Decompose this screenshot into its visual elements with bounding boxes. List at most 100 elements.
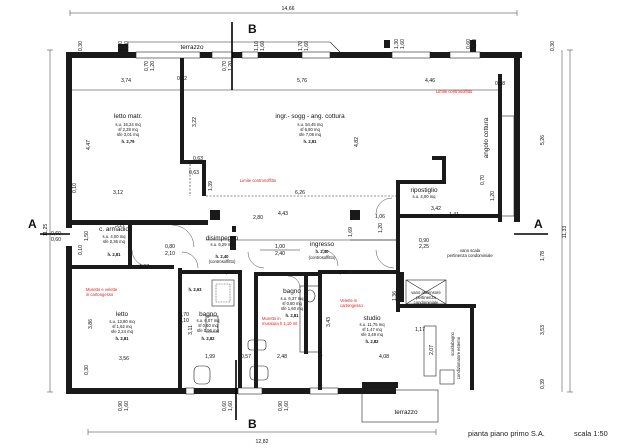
dim-text: 0,70 <box>480 175 486 185</box>
dim-text: 3,11 <box>188 325 194 335</box>
dim-text: 0,12 <box>177 76 187 82</box>
bagno-height-263: h. 2,63 <box>188 287 202 292</box>
dim-text: 0,30 <box>550 41 556 51</box>
room-su: s.u. 4,00 mq <box>102 234 126 239</box>
dim-text: 0,57 <box>241 354 251 360</box>
dimension-labels: 3,74 0,12 5,76 4,46 0,18 4,47 3,22 4,82 … <box>51 39 556 411</box>
room-height: h. 2,40 <box>315 249 329 254</box>
dim-text: 1,00 <box>275 244 285 250</box>
room-sfe: sfe 0,96 mq <box>197 328 220 333</box>
dim-text: 0,30 <box>78 41 84 51</box>
dim-text: 1,99 <box>205 354 215 360</box>
dim-text: 0,60 <box>466 39 472 49</box>
dim-text: 2,10 <box>165 251 175 257</box>
overall-left-dim: 11,25 <box>43 224 49 237</box>
dim-text: 1,60 <box>228 401 234 411</box>
room-bagno-1: bagno s.u. 6,07 mq sf 0,60 mq sfe 0,96 m… <box>196 311 220 341</box>
room-height: h. 2,81 <box>285 313 299 318</box>
room-height: h. 2,82 <box>201 336 215 341</box>
walls <box>66 40 522 394</box>
dim-text: 3,60 <box>337 270 347 276</box>
dim-text: 0,10 <box>78 245 84 255</box>
dim-text: 0,60 <box>222 401 228 411</box>
dim-text: 1,60 <box>124 401 130 411</box>
dim-text: 0,18 <box>495 81 505 87</box>
room-sf: sf 6,80 mq <box>300 127 320 132</box>
room-height: h. 2,81 <box>303 139 317 144</box>
room-name: bagno <box>283 288 301 295</box>
room-su: s.u. 6,29 mq <box>210 242 234 247</box>
room-su: s.u. 4,00 mq <box>412 194 436 199</box>
dim-text: 1,60 <box>472 39 478 49</box>
room-height: h. 2,79 <box>121 139 135 144</box>
room-name: c. armadio <box>99 226 129 233</box>
dim-text: 1,10 <box>118 41 124 51</box>
dim-text: 3,43 <box>326 317 332 327</box>
room-su: s.u. 13,80 mq <box>109 319 135 324</box>
room-c-armadio: c. armadio s.u. 4,00 mq sfe 0,36 mq h. 2… <box>99 226 129 257</box>
dim-text: 2,07 <box>429 345 435 355</box>
room-sf: sf 1,47 mq <box>362 327 382 332</box>
dim-text: 0,90 <box>278 401 284 411</box>
dim-text: 0,70 <box>179 312 189 318</box>
section-mark-b-bottom: B <box>248 417 257 431</box>
angolo-cottura-label: angolo cottura <box>483 117 490 158</box>
dim-text: 3,56 <box>119 356 129 362</box>
room-su: s.u. 11,75 mq <box>359 322 385 327</box>
dim-text: 1,50 <box>84 231 90 241</box>
room-name: letto <box>116 311 129 318</box>
dim-text: 1,60 <box>260 41 266 51</box>
limite-controsoffitto-2: Limite controsoffitto <box>240 178 277 183</box>
room-name: disimpegno <box>206 235 239 242</box>
plan-title: pianta piano primo S.A. <box>468 429 545 438</box>
dim-text: 2,48 <box>277 354 287 360</box>
dim-text: 0,63 <box>193 156 203 162</box>
dim-text: 0,60 <box>51 231 61 237</box>
room-height: h. 2,40 <box>215 254 229 259</box>
dim-text: 5,76 <box>297 78 307 84</box>
door-swings <box>131 197 395 289</box>
room-sf: sf 1,62 mq <box>112 324 132 329</box>
thin-lines <box>72 41 515 423</box>
dim-text: 1,60 <box>284 401 290 411</box>
room-ingr: ingr.- sogg - ang. cottura s.u. 54,45 mq… <box>275 113 345 144</box>
section-mark-a-right: A <box>534 217 543 231</box>
muretto-muratura-label: Muretto in <box>262 316 281 321</box>
room-sfe: sfe 3,49 mq <box>361 332 384 337</box>
dim-text: 2,80 <box>253 215 263 221</box>
dim-text: 0,70 <box>144 61 150 71</box>
dim-text: 4,82 <box>354 137 360 147</box>
dim-text: 3,12 <box>113 190 123 196</box>
room-su: s.u. 6,37 mq <box>280 296 304 301</box>
room-sf: sf 2,28 mq <box>118 127 138 132</box>
dim-text: 3,27 <box>115 223 125 229</box>
dim-text: 0,10 <box>72 183 78 193</box>
dim-text: 3,22 <box>192 117 198 127</box>
room-disimpegno: disimpegno s.u. 6,29 mq h. 2,40 (contros… <box>206 235 239 264</box>
room-sf: sf 0,80 mq <box>282 301 302 306</box>
room-name: letto matr. <box>114 113 142 120</box>
condominiale-label: condominiale <box>414 300 439 305</box>
room-name: ingresso <box>310 241 335 248</box>
dim-text: 1,20 <box>228 61 234 71</box>
room-ingresso: ingresso h. 2,40 (controsoffitto) <box>309 241 336 260</box>
room-sfe: sfe 7,08 mq <box>299 132 322 137</box>
dim-text: 1,17 <box>415 327 425 333</box>
overall-top-dim: 14,66 <box>282 6 295 12</box>
dim-text: 3,86 <box>88 319 94 329</box>
dim-text: 3,53 <box>540 325 546 335</box>
dim-text: 6,26 <box>295 190 305 196</box>
muretto-velette-sub: in cartongesso <box>86 292 114 297</box>
dim-text: 1,39 <box>208 181 214 191</box>
dim-text: 2,40 <box>275 251 285 257</box>
vano-scala-label: vano scala <box>460 248 481 253</box>
dim-text: 1,69 <box>348 227 354 237</box>
room-sfe: sfe 3,01 mq <box>117 132 140 137</box>
dim-text: 0,80 <box>165 244 175 250</box>
muretto-muratura-sub: muratura h 1,10 mt <box>262 321 298 326</box>
dim-text: 1,30 <box>394 39 400 49</box>
dim-text: 4,43 <box>278 211 288 217</box>
section-lines <box>40 22 548 420</box>
room-su: s.u. 6,07 mq <box>196 318 220 323</box>
